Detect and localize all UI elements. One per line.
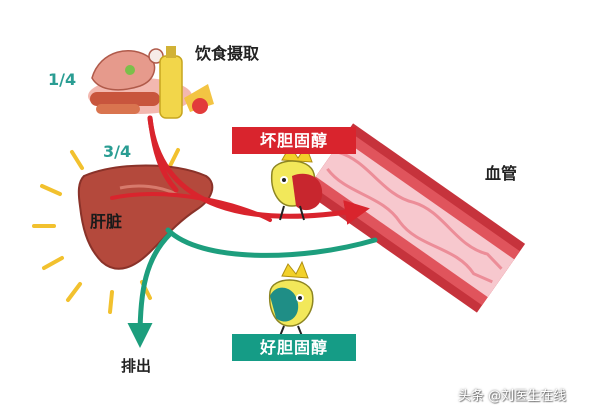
good-cholesterol-badge: 好胆固醇 [232,334,356,361]
good-cholesterol-character [268,260,314,337]
bad-cholesterol-path-arrow [147,115,370,225]
quarter-fraction-label: 1/4 [48,70,77,89]
liver-label: 肝脏 [90,212,123,231]
food-pile-illustration [88,46,214,119]
food-intake-label: 饮食摄取 [195,44,260,63]
bad-cholesterol-character [270,144,323,221]
bad-cholesterol-badge: 坏胆固醇 [232,127,356,154]
excretion-label: 排出 [121,357,152,375]
liver-to-vessel-red-arrow [110,192,272,222]
blood-vessel-label: 血管 [485,164,518,183]
liver-illustration [77,164,214,270]
liver-glow-rays [32,148,180,314]
good-cholesterol-path-arrow [165,227,378,258]
excretion-arrow [127,231,173,348]
blood-vessel-illustration [304,123,526,313]
watermark: 头条 @刘医生在线 [458,389,567,404]
three-quarters-fraction-label: 3/4 [103,142,132,161]
